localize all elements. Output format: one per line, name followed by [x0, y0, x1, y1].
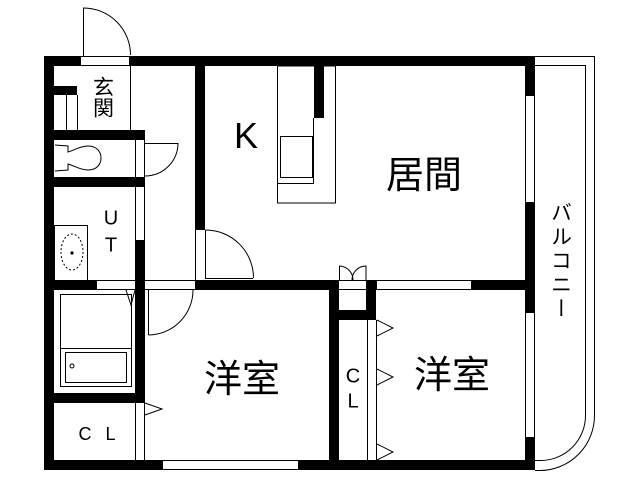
sink-icon — [280, 136, 313, 178]
counter-outer — [277, 65, 336, 204]
bathtub-outer — [60, 294, 132, 387]
double-door-left-leaf — [339, 265, 354, 281]
closet-left-door — [135, 402, 164, 460]
wall-corridor-kitchen — [195, 56, 205, 230]
window-living — [525, 95, 535, 203]
sliding-door-living-room — [376, 280, 472, 290]
closet-door-marker — [144, 402, 164, 416]
vestibule-double-door — [339, 265, 367, 290]
entrance-door — [83, 7, 131, 56]
kitchen-door — [195, 229, 254, 280]
wall-vestibule-right — [366, 280, 376, 320]
room-label-kitchen: K — [233, 115, 259, 156]
wall-room-closet — [329, 280, 339, 470]
double-door-right-leaf — [351, 265, 367, 281]
washbasin-counter — [54, 225, 88, 281]
wall-toilet-utility — [44, 177, 145, 187]
outer-wall-right — [525, 56, 535, 470]
entrance-fixtures — [66, 7, 131, 130]
toilet-icon — [54, 144, 102, 172]
wall-entrance-toilet — [44, 130, 145, 140]
room-label-entrance: 玄関 — [90, 76, 115, 118]
counter-inner — [277, 118, 314, 184]
toilet-door-jamb — [135, 140, 145, 177]
closet-door-marker — [376, 368, 395, 386]
wall-utility-bath — [44, 280, 97, 290]
room-label-closet-left: CL — [78, 424, 130, 444]
bath-folding-door — [125, 289, 136, 307]
bathtub-icon — [65, 352, 127, 383]
kitchen-pillar — [314, 66, 324, 118]
kitchen-counter — [277, 65, 336, 204]
washbasin-drain — [70, 251, 74, 255]
wall-bath-closet — [44, 393, 145, 403]
room-label-closet-right: CL — [342, 365, 364, 416]
windows — [80, 56, 535, 470]
entrance-opening — [80, 56, 130, 66]
toilet — [54, 140, 179, 177]
shoe-cabinet-lines — [66, 95, 78, 130]
utility-door-jamb — [135, 187, 145, 240]
wall-living-room — [472, 280, 527, 290]
room-label-western-room-right: 洋室 — [413, 353, 491, 397]
closet-right-doors — [367, 319, 395, 461]
wall-bath-room — [135, 240, 145, 403]
wall-kitchen-room — [195, 280, 338, 290]
wall-vestibule-bottom — [329, 310, 376, 320]
window-room-left — [162, 460, 299, 470]
room-label-utility: UT — [100, 207, 122, 262]
shoe-cabinet-top — [54, 86, 77, 95]
room-left-door-swing — [148, 289, 194, 336]
room-label-living: 居間 — [385, 153, 463, 197]
toilet-door — [144, 143, 179, 177]
balcony-outline — [535, 56, 596, 471]
room-label-balcony: バルコニー — [548, 201, 573, 322]
room-label-western-room-left: 洋室 — [203, 357, 281, 401]
outer-wall-top — [130, 56, 535, 66]
room-left-door — [145, 280, 195, 336]
kitchen-door-swing — [205, 229, 254, 279]
closet-door-marker — [376, 319, 395, 337]
bathroom — [60, 294, 132, 387]
outer-wall-left — [44, 56, 54, 470]
washbasin-icon — [60, 233, 84, 271]
walls — [44, 56, 535, 470]
bath-opening-lines — [97, 280, 135, 290]
closet-door-marker — [376, 443, 395, 461]
utility-fixtures — [54, 187, 145, 307]
window-room-right — [525, 312, 535, 438]
bathtub-drain — [69, 363, 75, 369]
outer-wall-top-left — [44, 56, 80, 66]
